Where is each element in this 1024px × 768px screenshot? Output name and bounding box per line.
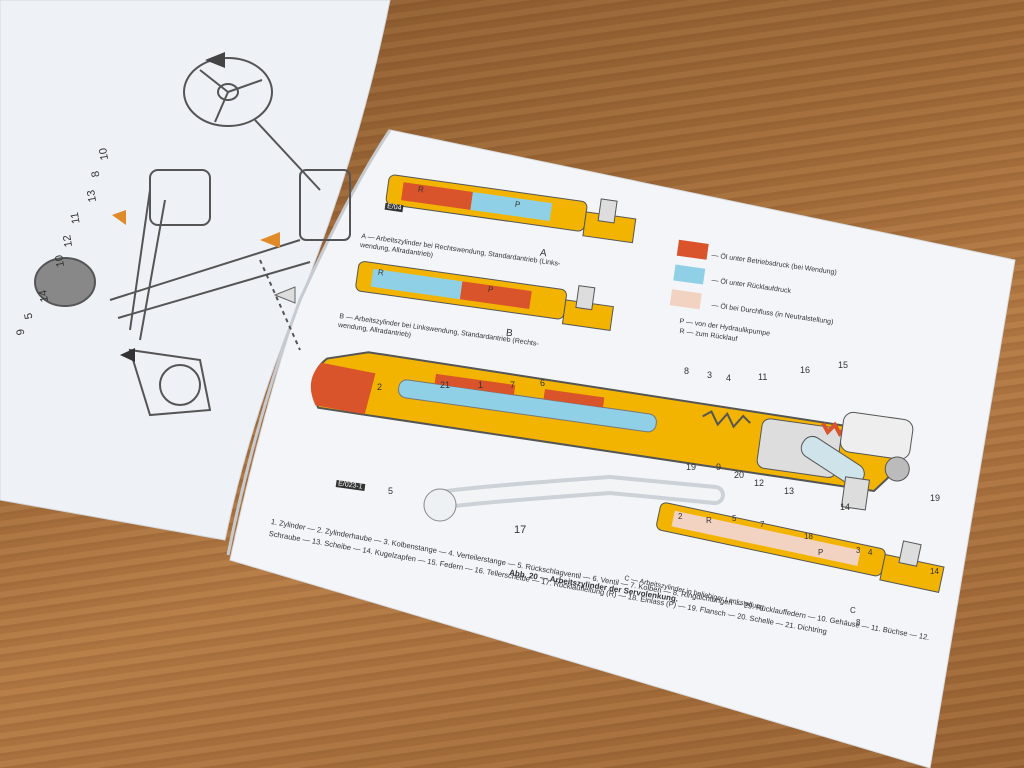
callout-7: 7 [510,380,516,390]
callout-14: 14 [840,502,851,512]
c-callout-3: 3 [856,546,861,555]
callout-11: 11 [758,372,768,382]
callout: 14 [37,288,52,304]
steering-system-drawing [34,57,351,417]
callout: 5 [22,311,36,321]
main-cylinder-cross-section [310,351,914,511]
callout: 10 [53,253,68,269]
c-callout-7: 7 [760,520,765,529]
callout-19: 19 [930,493,941,503]
port-r-a: R [417,184,425,195]
callout: 12 [61,233,76,249]
callout-4: 4 [726,373,732,383]
callout-8: 8 [684,366,690,376]
c-callout-8: 8 [856,618,861,627]
callout-6: 6 [540,378,546,388]
callout-19b: 19 [686,462,697,472]
return-hose [423,474,725,522]
cylinder-diagram-b [355,261,614,331]
c-callout-c: C [850,606,856,615]
callout-13: 13 [784,486,795,496]
callout-1: 1 [478,380,484,390]
callout-9: 9 [716,462,722,472]
c-callout-5: 5 [732,514,737,523]
callout: 9 [14,327,28,337]
cylinder-diagram-a [385,174,637,244]
legend-swatch [676,239,709,260]
callout-16: 16 [800,365,811,375]
callout: 13 [85,188,100,204]
cylinder-diagram-c [656,502,945,593]
c-callout-4: 4 [868,548,873,557]
c-callout-18: 18 [804,532,813,541]
legend-swatch [669,289,702,310]
c-callout-p: P [818,548,824,557]
callout-17: 17 [514,524,527,536]
callout: 11 [68,211,83,225]
callout-5: 5 [388,486,394,496]
callout-3: 3 [707,370,713,380]
callout: 8 [89,169,103,179]
port-r-b: R [377,267,385,278]
callout-15: 15 [838,360,849,370]
left-callouts: 10 8 13 11 12 10 14 5 9 [14,140,118,340]
callout-21: 21 [440,380,451,390]
callout-12: 12 [754,478,765,488]
spine-fold [226,129,392,556]
flow-arrows [112,52,296,362]
callout: 10 [97,146,112,162]
c-callout-14: 14 [930,567,939,576]
c-callout-2: 2 [678,512,683,521]
c-callout-r: R [706,516,712,525]
legend-swatch [673,264,706,285]
callout-20: 20 [734,470,745,480]
legend-swatches [669,239,709,310]
callout-2: 2 [377,382,383,392]
